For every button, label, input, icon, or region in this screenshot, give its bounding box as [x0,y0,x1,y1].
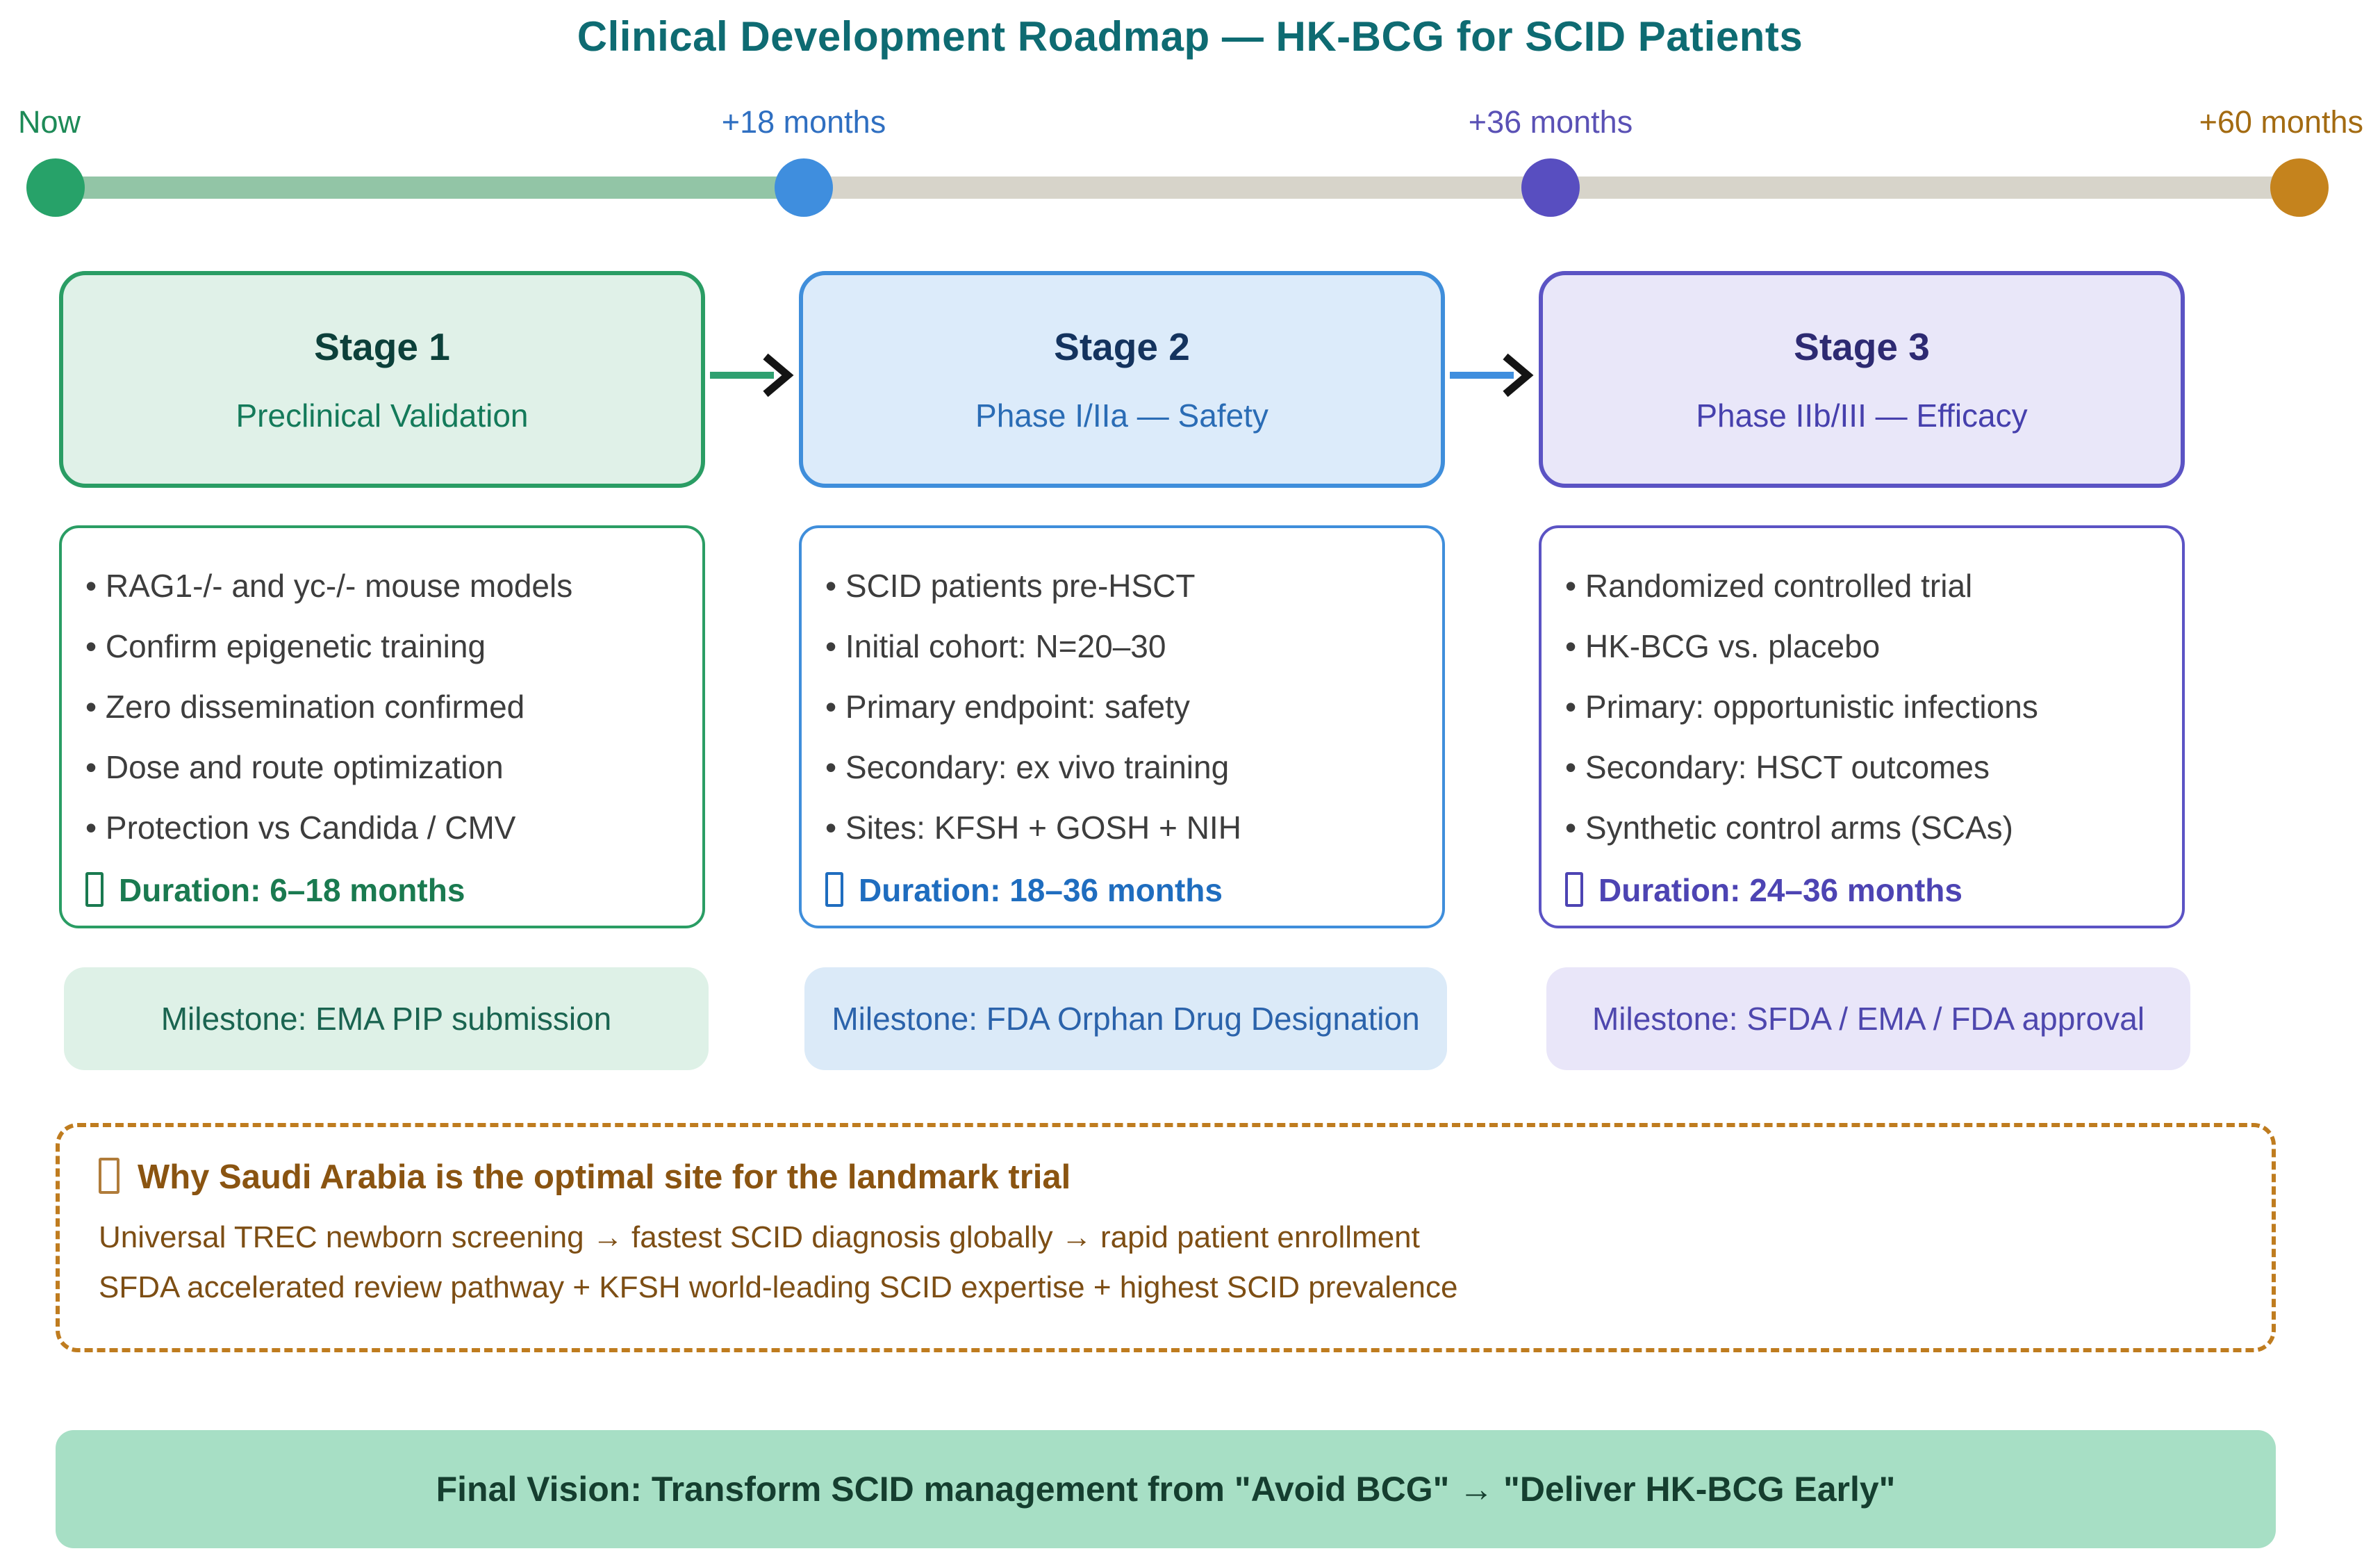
arrow-stage1-to-stage2-icon [710,353,794,397]
missing-glyph-icon [825,872,843,907]
why-saudi-line1: Universal TREC newborn screening → faste… [99,1220,1420,1254]
timeline-label-18mo: +18 months [721,104,886,140]
stage3-subtitle: Phase IIb/III — Efficacy [1696,397,2028,434]
timeline-dot-60mo [2270,158,2329,217]
list-item: • Zero dissemination confirmed [85,689,525,725]
page-title: Clinical Development Roadmap — HK-BCG fo… [577,13,1803,60]
why-saudi-heading: Why Saudi Arabia is the optimal site for… [99,1158,2272,1197]
list-item: • Protection vs Candida / CMV [85,810,516,846]
stage3-milestone-bar: Milestone: SFDA / EMA / FDA approval [1546,967,2190,1070]
timeline-dot-now [26,158,85,217]
list-item: • HK-BCG vs. placebo [1565,628,1881,664]
arrow-stage2-to-stage3-icon [1450,353,1534,397]
stage1-details-box: • RAG1-/- and yc-/- mouse models • Confi… [59,525,705,928]
stage2-milestone-bar: Milestone: FDA Orphan Drug Designation [804,967,1447,1070]
stage2-title: Stage 2 [1054,325,1190,368]
missing-glyph-icon [1565,872,1583,907]
stage2-header-box: Stage 2 Phase I/IIa — Safety [799,271,1445,488]
why-saudi-arabia-box: Why Saudi Arabia is the optimal site for… [56,1123,2276,1352]
list-item: • Dose and route optimization [85,749,504,785]
timeline-label-36mo: +36 months [1468,104,1633,140]
timeline-dot-18mo [775,158,833,217]
missing-glyph-icon [99,1158,119,1194]
stage2-duration: Duration: 18–36 months [825,858,1442,922]
stage3-header-box: Stage 3 Phase IIb/III — Efficacy [1539,271,2185,488]
list-item: • Sites: KFSH + GOSH + NIH [825,810,1241,846]
stage1-milestone-bar: Milestone: EMA PIP submission [64,967,709,1070]
final-vision-bar: Final Vision: Transform SCID management … [56,1430,2276,1548]
why-saudi-line2: SFDA accelerated review pathway + KFSH w… [99,1270,1458,1304]
stage1-header-box: Stage 1 Preclinical Validation [59,271,705,488]
stage3-duration: Duration: 24–36 months [1565,858,2182,922]
stage1-duration: Duration: 6–18 months [85,858,702,922]
list-item: • Primary: opportunistic infections [1565,689,2038,725]
list-item: • Confirm epigenetic training [85,628,486,664]
list-item: • SCID patients pre-HSCT [825,568,1196,604]
list-item: • RAG1-/- and yc-/- mouse models [85,568,573,604]
list-item: • Secondary: HSCT outcomes [1565,749,1990,785]
timeline-label-now: Now [18,104,81,140]
list-item: • Secondary: ex vivo training [825,749,1230,785]
timeline-elapsed-segment [56,177,804,199]
stage3-title: Stage 3 [1794,325,1930,368]
list-item: • Synthetic control arms (SCAs) [1565,810,2013,846]
stage3-details-box: • Randomized controlled trial • HK-BCG v… [1539,525,2185,928]
timeline-label-60mo: +60 months [2199,104,2363,140]
list-item: • Primary endpoint: safety [825,689,1190,725]
missing-glyph-icon [85,872,104,907]
stage1-title: Stage 1 [314,325,450,368]
stage2-details-box: • SCID patients pre-HSCT • Initial cohor… [799,525,1445,928]
stage1-subtitle: Preclinical Validation [235,397,529,434]
list-item: • Randomized controlled trial [1565,568,1973,604]
timeline-dot-36mo [1521,158,1580,217]
stage2-subtitle: Phase I/IIa — Safety [975,397,1268,434]
list-item: • Initial cohort: N=20–30 [825,628,1166,664]
